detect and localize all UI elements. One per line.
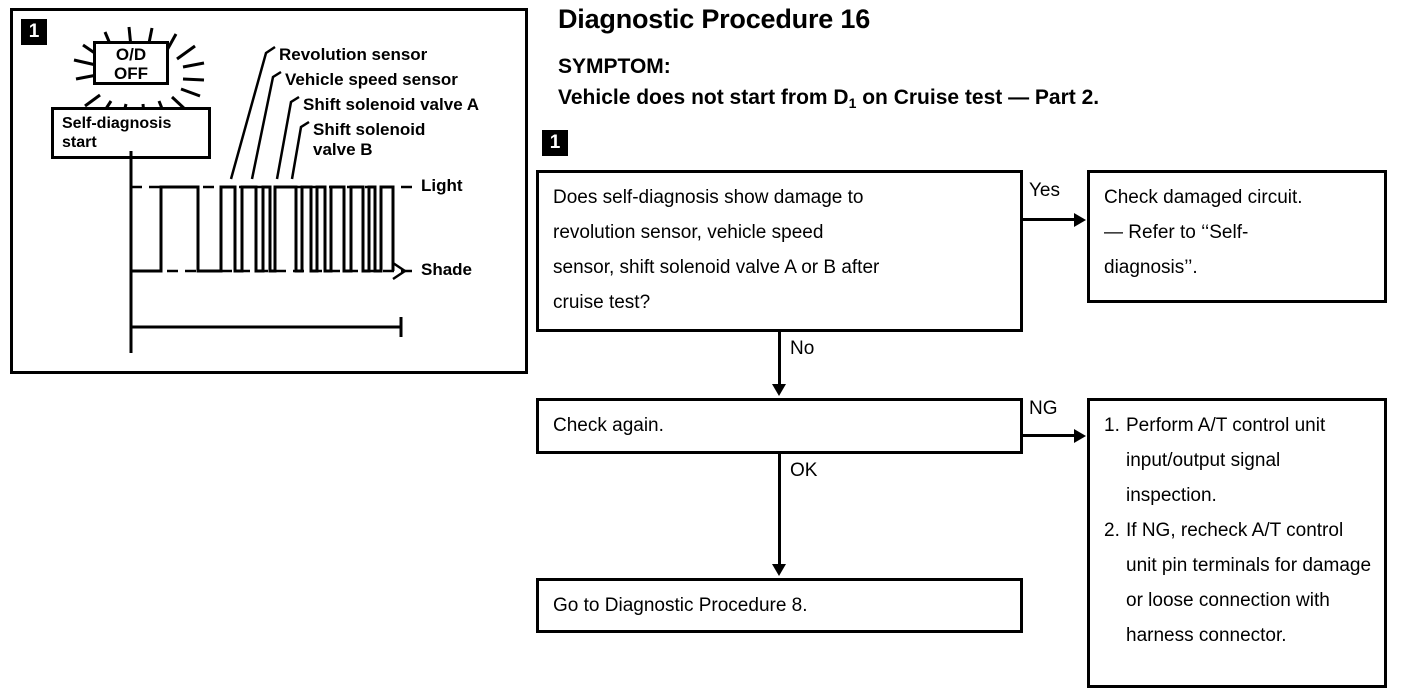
flow-box-question-line-1: Does self-diagnosis show damage to	[553, 187, 864, 208]
flowchart-number-badge: 1	[542, 130, 568, 156]
edge-label-ok: OK	[790, 460, 818, 481]
inspection-list-item-number: 2.	[1104, 520, 1120, 541]
self-diagnosis-start-line-1: Self-diagnosis	[62, 115, 172, 132]
callout-label-shift-solenoid-valve-a: Shift solenoid valve A	[303, 95, 480, 114]
symptom-text-subscript: 1	[848, 95, 857, 111]
flow-box-question-line-3: sensor, shift solenoid valve A or B afte…	[553, 257, 880, 278]
symptom-text-part-1: Vehicle does not start from D	[558, 86, 849, 109]
od-off-line-1: O/D	[115, 45, 147, 64]
flow-box-check-damaged-line-1: Check damaged circuit.	[1104, 187, 1303, 208]
self-diagnosis-start-line-2: start	[62, 134, 97, 151]
connector-ok-arrowhead	[772, 564, 786, 576]
flow-box-perform-inspection: 1. Perform A/T control unit input/output…	[1087, 398, 1387, 688]
self-diagnosis-waveform-graphic	[129, 45, 413, 353]
callout-label-vehicle-speed-sensor: Vehicle speed sensor	[285, 70, 458, 89]
edge-label-no: No	[790, 338, 815, 359]
flow-box-question-line-4: cruise test?	[553, 292, 651, 313]
callout-label-shift-solenoid-valve-b-line-2: valve B	[313, 140, 373, 159]
connector-ok-line	[778, 454, 781, 566]
callout-label-shift-solenoid-valve-b-line-1: Shift solenoid	[313, 120, 426, 139]
connector-yes-line	[1023, 218, 1076, 221]
flow-box-check-damaged-line-3: diagnosis’’.	[1104, 257, 1198, 278]
connector-no-arrowhead	[772, 384, 786, 396]
od-off-indicator: O/D OFF	[93, 41, 169, 85]
page-title: Diagnostic Procedure 16	[558, 4, 871, 34]
callout-label-revolution-sensor: Revolution sensor	[279, 45, 428, 64]
illustration-panel: 1 O/D OFF Self-diagnosis start	[10, 8, 528, 374]
inspection-list-item: 2. If NG, recheck A/T control unit pin t…	[1104, 513, 1374, 653]
inspection-list-item-number: 1.	[1104, 415, 1120, 436]
inspection-list-item-text: Perform A/T control unit input/output si…	[1126, 415, 1326, 506]
inspection-list-item: 1. Perform A/T control unit input/output…	[1104, 408, 1374, 513]
flow-box-goto-line-1: Go to Diagnostic Procedure 8.	[553, 595, 808, 616]
flow-box-question-line-2: revolution sensor, vehicle speed	[553, 222, 824, 243]
waveform-label-shade: Shade	[421, 260, 473, 279]
flow-box-question: Does self-diagnosis show damage to revol…	[536, 170, 1023, 332]
flow-box-check-again-line-1: Check again.	[553, 415, 664, 436]
connector-yes-arrowhead	[1074, 213, 1086, 227]
flow-box-check-again: Check again.	[536, 398, 1023, 454]
illustration-number-badge: 1	[21, 19, 47, 45]
edge-label-ng: NG	[1029, 398, 1058, 419]
connector-ng-arrowhead	[1074, 429, 1086, 443]
symptom-description: Vehicle does not start from D1 on Cruise…	[558, 86, 1100, 111]
symptom-text-part-2: on Cruise test — Part 2.	[856, 86, 1100, 109]
waveform-label-light: Light	[421, 176, 463, 195]
connector-no-line	[778, 332, 781, 386]
self-diagnosis-start-box: Self-diagnosis start	[51, 107, 211, 159]
inspection-list-item-text: If NG, recheck A/T control unit pin term…	[1126, 520, 1372, 646]
od-off-line-2: OFF	[114, 64, 148, 83]
flow-box-check-damaged-circuit: Check damaged circuit. — Refer to ‘‘Self…	[1087, 170, 1387, 303]
symptom-label: SYMPTOM:	[558, 55, 671, 78]
connector-ng-line	[1023, 434, 1076, 437]
flow-box-goto-procedure: Go to Diagnostic Procedure 8.	[536, 578, 1023, 633]
edge-label-yes: Yes	[1029, 180, 1060, 201]
flow-box-check-damaged-line-2: — Refer to ‘‘Self-	[1104, 222, 1249, 243]
